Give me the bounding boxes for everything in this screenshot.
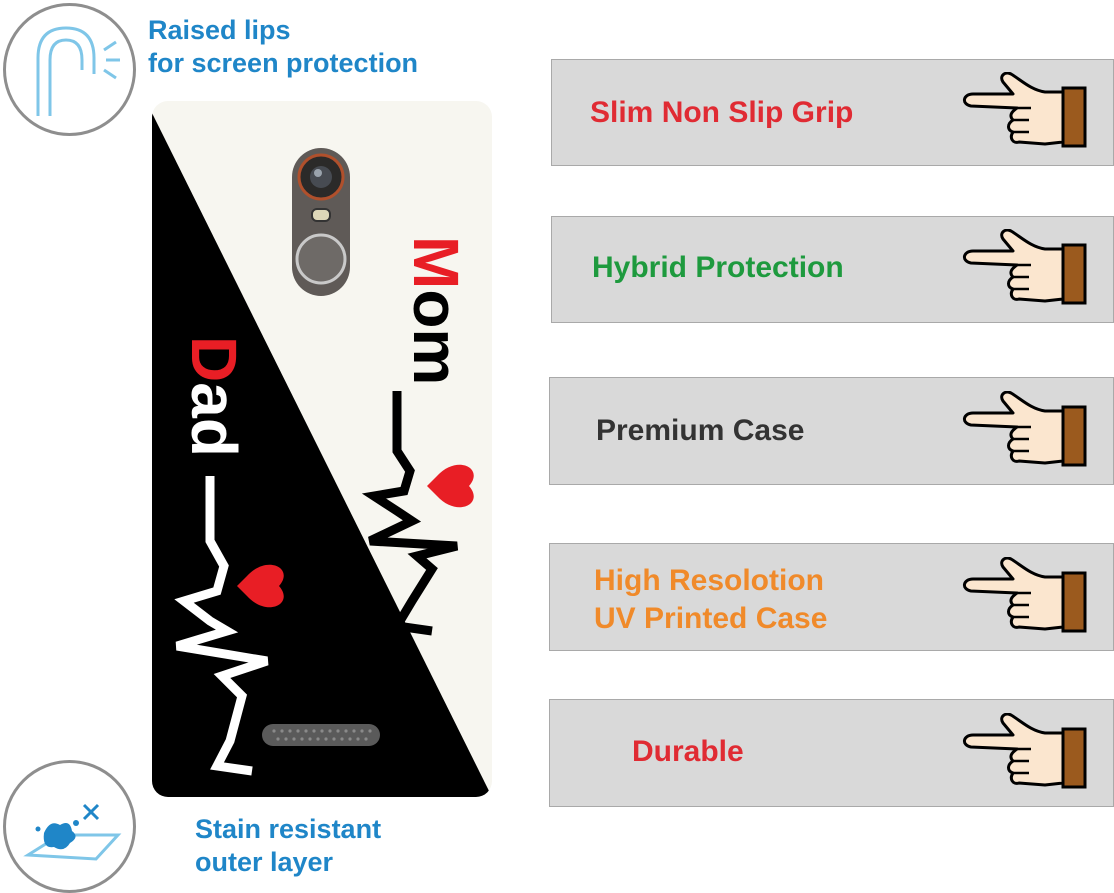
mom-rest: om (400, 289, 472, 385)
svg-text:Mom: Mom (400, 236, 472, 385)
phone-case-image: Mom Dad (152, 101, 492, 797)
dad-first-letter: D (178, 336, 250, 382)
feature-box-durable: Durable (549, 699, 1114, 807)
pointing-hand-icon (963, 229, 1087, 305)
dad-rest: ad (178, 382, 250, 457)
mom-word: Mom (400, 236, 472, 385)
feature-box-premium: Premium Case (549, 377, 1114, 485)
caption-line: outer layer (195, 847, 334, 877)
pointing-hand-icon (963, 713, 1087, 789)
feature-label-line: UV Printed Case (594, 602, 828, 635)
feature-box-slim-grip: Slim Non Slip Grip (551, 59, 1114, 166)
feature-box-hybrid: Hybrid Protection (551, 216, 1114, 323)
pointing-hand-icon (963, 557, 1087, 633)
raised-lip-icon (3, 3, 136, 136)
feature-label: Hybrid Protection (592, 251, 844, 284)
caption-line: Raised lips (148, 15, 291, 45)
feature-label-line: High Resolotion (594, 564, 824, 597)
feature-label: Slim Non Slip Grip (590, 96, 854, 129)
caption-line: for screen protection (148, 48, 419, 78)
pointing-hand-icon (963, 391, 1087, 467)
svg-text:Dad: Dad (178, 336, 250, 457)
speaker-grille (262, 724, 380, 746)
feature-box-uv-print: High Resolotion UV Printed Case (549, 543, 1114, 651)
caption-line: Stain resistant (195, 814, 382, 844)
mom-heartbeat-line (361, 391, 459, 636)
dad-heart-icon (237, 564, 284, 608)
feature-label: Durable (632, 735, 744, 768)
feature-label: Premium Case (596, 414, 805, 447)
camera-module (292, 148, 350, 296)
mom-first-letter: M (400, 236, 472, 289)
stain-resistant-icon (3, 760, 136, 893)
dad-word: Dad (178, 336, 250, 457)
pointing-hand-icon (963, 72, 1087, 148)
dad-heartbeat-line (174, 476, 269, 776)
feature-label: High Resolotion UV Printed Case (594, 562, 827, 638)
mom-heart-icon (427, 464, 474, 508)
stain-resistant-caption: Stain resistant outer layer (195, 813, 381, 879)
raised-lips-caption: Raised lips for screen protection (148, 14, 418, 80)
